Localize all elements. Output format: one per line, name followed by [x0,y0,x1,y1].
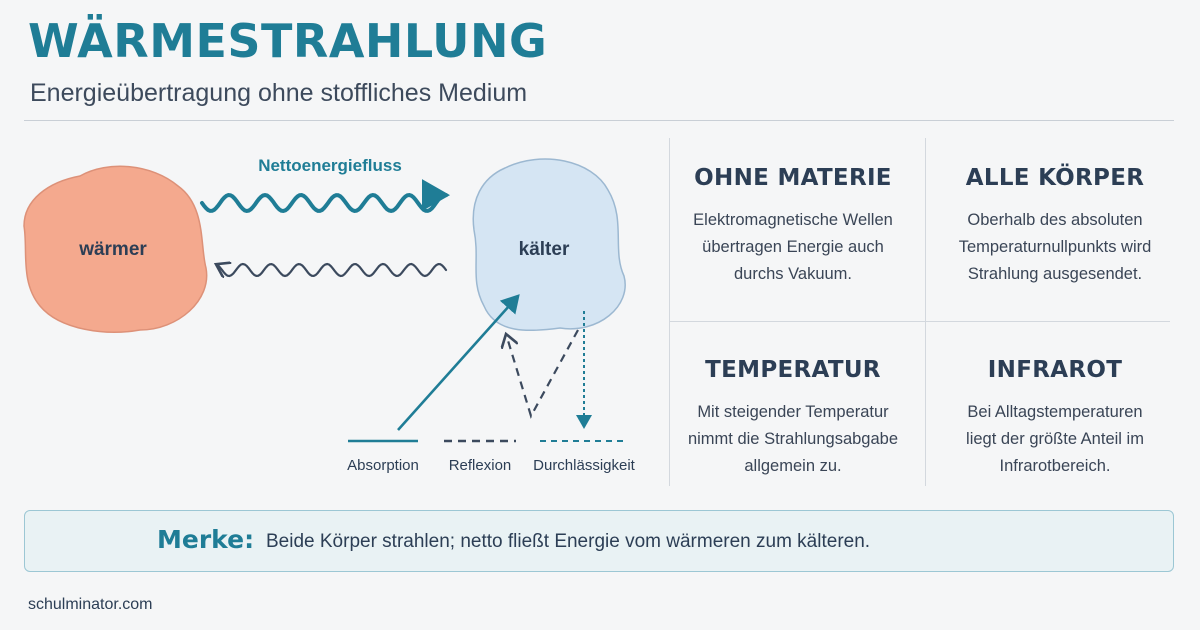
grid-divider-middle [925,138,926,486]
card-ohne-materie: OHNE MATERIE Elektromagnetische Wellen ü… [667,165,919,288]
grid-divider-horizontal [669,321,1170,322]
card-text: Bei Alltagstemperaturen liegt der größte… [966,403,1144,475]
merke-text: Beide Körper strahlen; netto fließt Ener… [266,531,871,552]
warm-body-label: wärmer [78,239,147,260]
legend-reflexion-label: Reflexion [449,457,512,474]
grid-divider-left [669,138,670,486]
card-infrarot: INFRAROT Bei Alltagstemperaturen liegt d… [929,357,1181,480]
legend-durchlaessigkeit-label: Durchlässigkeit [533,457,636,474]
card-text: Mit steigender Temperatur nimmt die Stra… [687,403,899,475]
card-text: Oberhalb des absoluten Temperaturnullpun… [958,211,1152,283]
page-subtitle: Energieübertragung ohne stoffliches Medi… [30,79,528,107]
card-title: OHNE MATERIE [694,165,892,191]
card-title: ALLE KÖRPER [965,165,1145,191]
legend-absorption-label: Absorption [347,457,419,474]
cold-body-shape [472,158,626,332]
card-title: INFRAROT [987,357,1123,383]
header-divider [24,120,1174,121]
card-temperatur: TEMPERATUR Mit steigender Temperatur nim… [667,357,919,480]
warm-body-shape [23,165,208,333]
radiation-diagram: wärmer kälter Nettoenergiefluss Absorpti… [23,156,636,474]
merke-label: Merke: [157,525,255,554]
merke-box: Merke: Beide Körper strahlen; netto flie… [24,510,1174,572]
reflection-ray [506,329,579,419]
footer-source: schulminator.com [28,596,153,613]
card-alle-koerper: ALLE KÖRPER Oberhalb des absoluten Tempe… [929,165,1181,288]
net-flow-wave-arrow [200,179,450,214]
flow-label: Nettoenergiefluss [258,156,402,175]
absorption-ray [397,294,520,431]
card-text: Elektromagnetische Wellen übertragen Ene… [693,211,893,283]
back-radiation-wave-arrow [216,264,448,276]
card-title: TEMPERATUR [705,357,881,383]
cold-body-label: kälter [519,239,570,260]
page-title: WÄRMESTRAHLUNG [28,14,548,68]
